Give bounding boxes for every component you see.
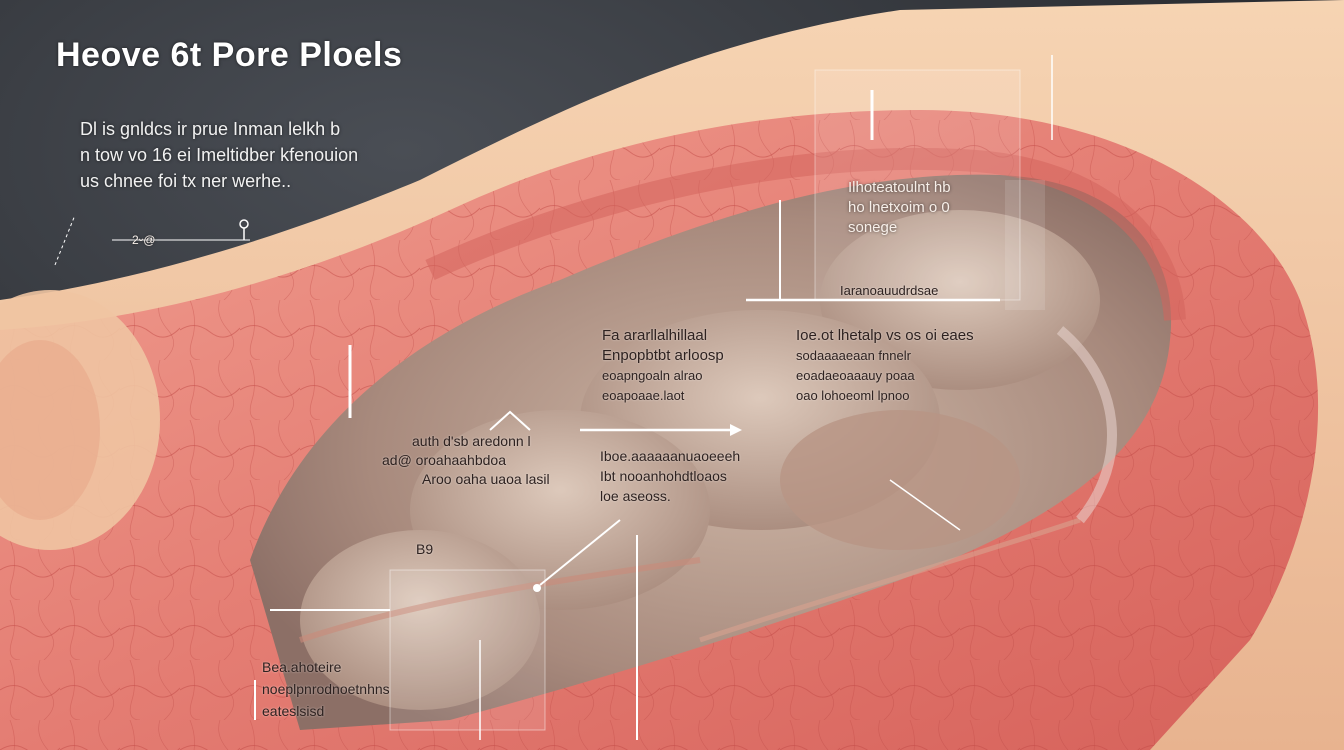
callout-mid-right-line-1: Ioe.ot lhetalp vs os oi eaes xyxy=(796,327,974,344)
intro-line-2: n tow vo 16 ei Imeltidber kfenouion xyxy=(80,145,359,165)
callout-bottom-left-line-3: eateslsisd xyxy=(262,703,325,719)
callout-mid-right-line-2: sodaaaaeaan fnnelr xyxy=(796,348,911,363)
callout-mid-left-line-4: eoapoaae.laot xyxy=(602,388,685,403)
callout-mid-left: Fa ararllalhillaal Enpopbtbt arloosp eoa… xyxy=(602,326,724,406)
callout-upper-right-line-2: ho lnetxoim o 0 xyxy=(848,199,950,216)
callout-left-label: auth d'sb aredonn l ad@ oroahaahbdoa Aro… xyxy=(382,432,550,489)
callout-left-label-line-3: Aroo oaha uaoa lasil xyxy=(422,471,550,487)
small-marker: 2ᵕ@ xyxy=(132,233,156,247)
callout-upper-right-line-3: sonege xyxy=(848,219,898,236)
callout-upper-right-bar-label: Iaranoauudrdsae xyxy=(840,283,939,298)
small-tag: B9 xyxy=(416,541,434,557)
callout-mid-right: Ioe.ot lhetalp vs os oi eaes sodaaaaeaan… xyxy=(796,326,974,406)
callout-mid-left-line-2: Enpopbtbt arloosp xyxy=(602,347,724,364)
callout-center-label-line-3: loe aseoss. xyxy=(600,488,671,504)
callout-upper-right-line-1: Ilhoteatoulnt hb xyxy=(848,179,951,196)
callout-upper-right: Ilhoteatoulnt hb ho lnetxoim o 0 sonege xyxy=(848,178,951,238)
intro-text: Dl is gnldcs ir prue Inman lelkh b n tow… xyxy=(80,116,358,194)
callout-center-label-line-1: Iboe.aaaaaanuaoeeeh xyxy=(600,448,741,464)
callout-mid-right-line-3: eoadaeoaaauy poaa xyxy=(796,368,915,383)
page-title: Heove 6t Pore Ploels xyxy=(56,36,403,74)
callout-bottom-left-line-2: noeplpnrodnoetnhns xyxy=(262,681,390,697)
callout-mid-left-line-1: Fa ararllalhillaal xyxy=(602,327,708,344)
intro-line-1: Dl is gnldcs ir prue Inman lelkh b xyxy=(80,119,341,139)
callout-center-label: Iboe.aaaaaanuaoeeeh Ibt nooanhohdtloaos … xyxy=(600,446,740,506)
intro-line-3: us chnee foi tx ner werhe.. xyxy=(80,171,292,191)
callout-center-label-line-2: Ibt nooanhohdtloaos xyxy=(600,468,727,484)
callout-bottom-left: Bea.ahoteire noeplpnrodnoetnhns eateslsi… xyxy=(262,656,390,722)
callout-mid-right-line-4: oao lohoeoml lpnoo xyxy=(796,388,910,403)
callout-bottom-left-line-1: Bea.ahoteire xyxy=(262,659,342,675)
callout-left-label-line-1: auth d'sb aredonn l xyxy=(412,433,531,449)
callout-mid-left-line-3: eoapngoaln alrao xyxy=(602,368,703,383)
callout-left-label-line-2: ad@ oroahaahbdoa xyxy=(382,452,506,468)
